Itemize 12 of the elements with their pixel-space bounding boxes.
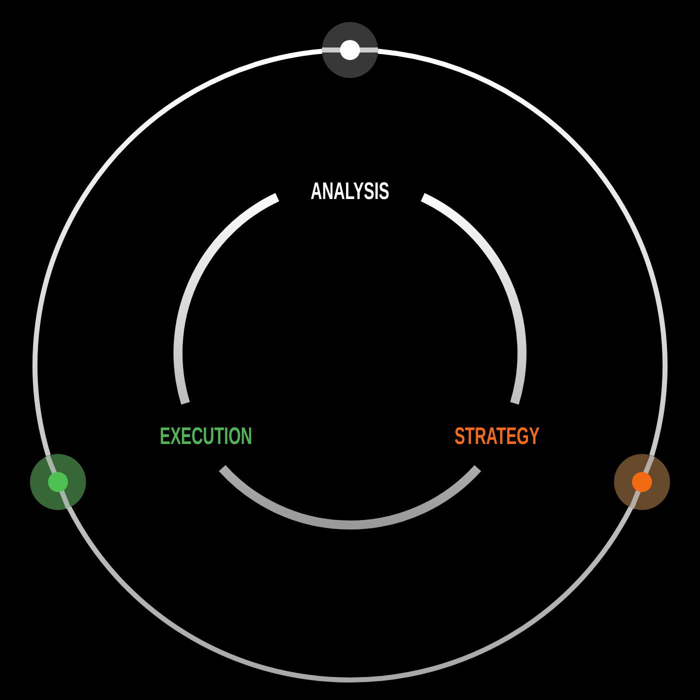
ring-arc [66, 506, 634, 682]
ring-arc [378, 48, 668, 456]
ring-arc [32, 48, 322, 456]
ring-arc [174, 193, 280, 404]
dot-marker-icon [322, 22, 378, 78]
stage-label: ANALYSIS [310, 180, 390, 204]
stage-label: EXECUTION [160, 425, 252, 449]
stage-label: STRATEGY [454, 425, 540, 449]
ring-arc [219, 464, 481, 530]
dot-marker-icon [614, 454, 670, 510]
dot-marker-icon [30, 454, 86, 510]
ring-arc [420, 193, 526, 404]
